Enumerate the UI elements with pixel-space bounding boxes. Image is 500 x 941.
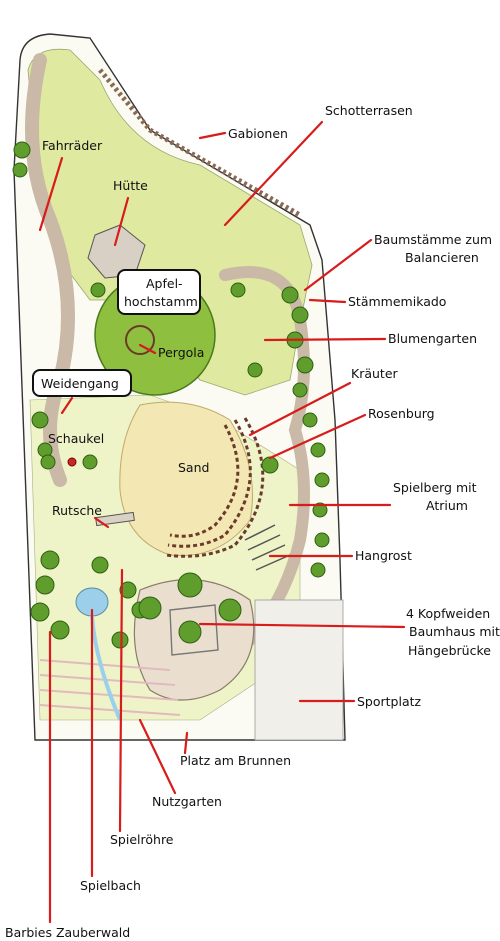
- label-barbies: Barbies Zauberwald: [5, 925, 130, 940]
- label-staemmemikado: Stämmemikado: [348, 294, 446, 309]
- label-apfel-1: Apfel-: [146, 276, 183, 291]
- label-spielroehre: Spielröhre: [110, 832, 174, 847]
- spielberg-arcs: [165, 417, 265, 558]
- label-schotterrasen: Schotterrasen: [325, 103, 413, 118]
- label-rutsche: Rutsche: [52, 503, 102, 518]
- label-hangrost: Hangrost: [355, 548, 412, 563]
- label-nutzgarten: Nutzgarten: [152, 794, 222, 809]
- gabionen-wall: [98, 68, 302, 218]
- label-spielberg-1: Spielberg mit: [393, 480, 477, 495]
- label-platz-brunnen: Platz am Brunnen: [180, 753, 291, 768]
- leader-lines: [38, 120, 406, 924]
- label-blumengarten: Blumengarten: [388, 331, 477, 346]
- label-baumhaus-2: Hängebrücke: [408, 643, 491, 658]
- rutsche: [95, 511, 135, 527]
- schaukel: [40, 454, 98, 470]
- trees: [12, 141, 330, 649]
- label-rosenburg: Rosenburg: [368, 406, 435, 421]
- winding-path: [25, 53, 75, 487]
- label-spielberg-2: Atrium: [426, 498, 468, 513]
- label-baumhaus-1: Baumhaus mit: [409, 624, 500, 639]
- label-apfel-2: hochstamm: [124, 294, 198, 309]
- label-box-apfelhochstamm: Apfel- hochstamm: [117, 269, 201, 315]
- label-schaukel: Schaukel: [48, 431, 104, 446]
- label-sand: Sand: [178, 460, 209, 475]
- label-spielbach: Spielbach: [80, 878, 141, 893]
- label-sportplatz: Sportplatz: [357, 694, 422, 709]
- baumhaus-roof: [169, 604, 219, 656]
- label-baumstaemme-2: Balancieren: [405, 250, 479, 265]
- label-kopfweiden: 4 Kopfweiden: [406, 606, 490, 621]
- sportplatz-area: [254, 599, 344, 741]
- pergola: [125, 325, 155, 355]
- label-baumstaemme-1: Baumstämme zum: [374, 232, 492, 247]
- label-weidengang: Weidengang: [41, 376, 119, 391]
- hangrost: [244, 524, 291, 571]
- label-pergola: Pergola: [158, 345, 204, 360]
- label-fahrraeder: Fahrräder: [42, 138, 103, 153]
- label-box-weidengang: Weidengang: [32, 369, 132, 397]
- label-huette: Hütte: [113, 178, 148, 193]
- schotterrasen-area: [27, 48, 313, 396]
- label-gabionen: Gabionen: [228, 126, 288, 141]
- sand-area: [119, 401, 253, 557]
- label-kraeuter: Kräuter: [351, 366, 399, 381]
